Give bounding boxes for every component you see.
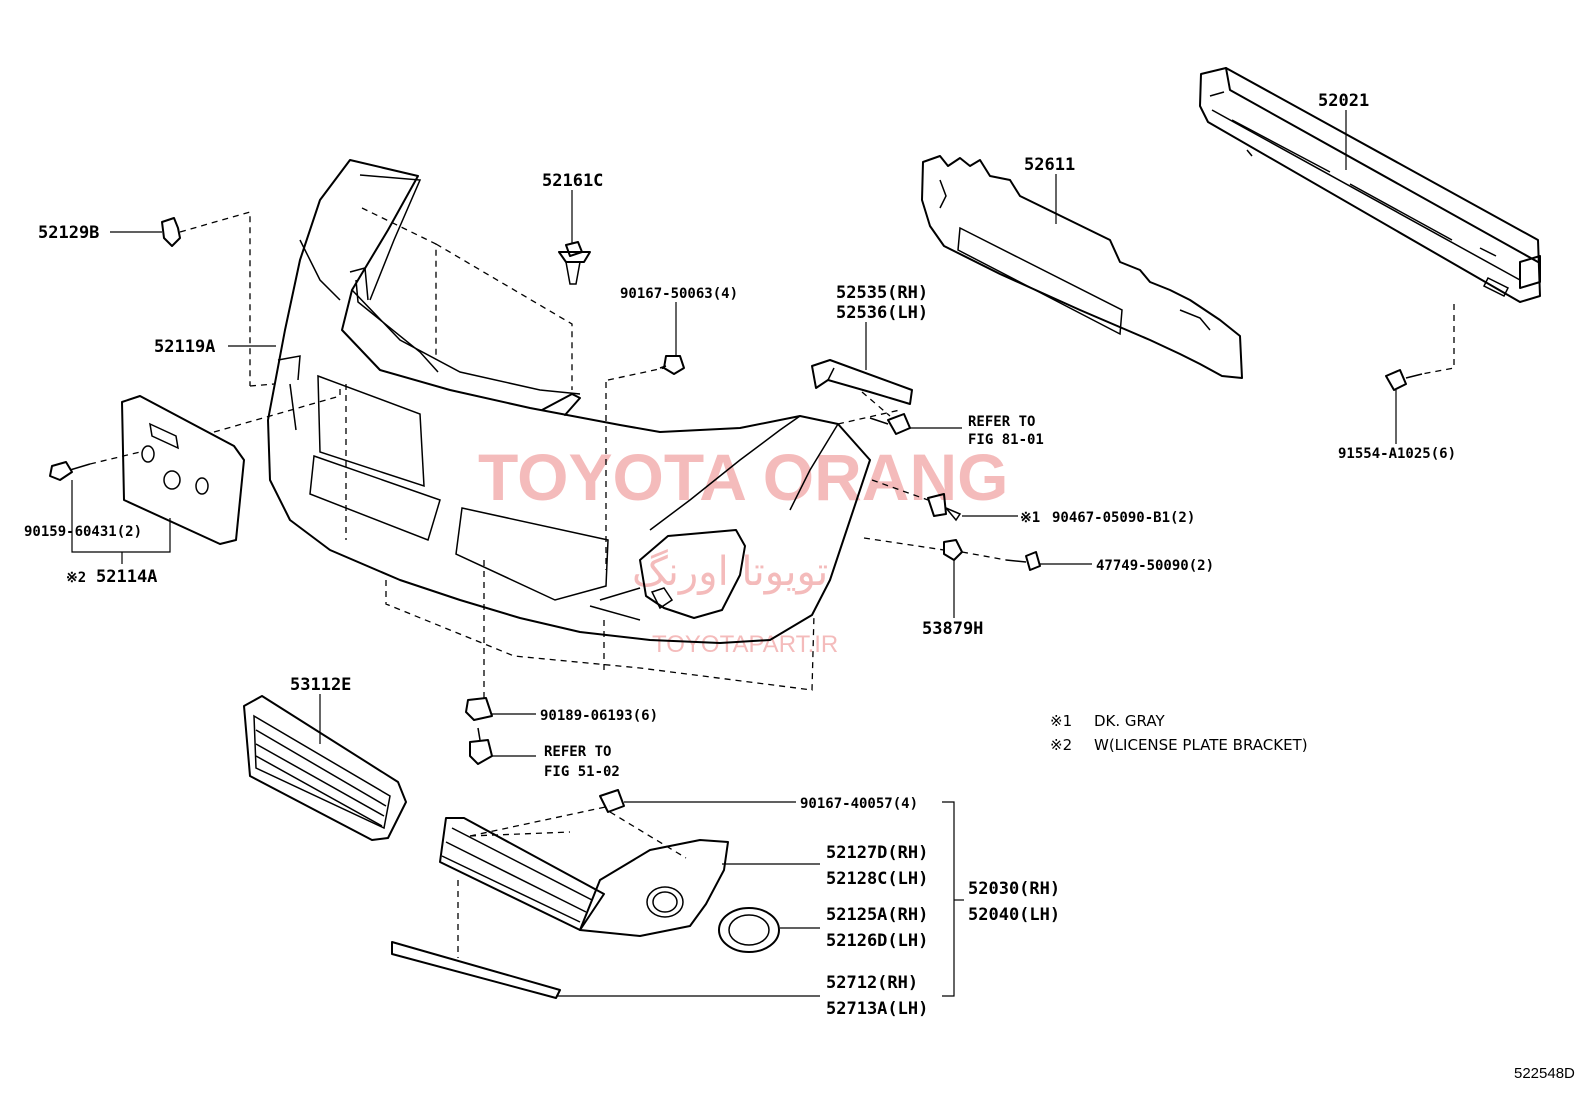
label-52129B: 52129B <box>38 223 99 243</box>
screw-refer51 <box>469 727 493 765</box>
label-90167-40057: 90167-40057(4) <box>800 796 918 812</box>
grille-53112E <box>243 695 407 841</box>
label-52712: 52712(RH) <box>826 973 918 993</box>
label-90189: 90189-06193(6) <box>540 708 658 724</box>
note-2-text: W(LICENSE PLATE BRACKET) <box>1094 736 1308 754</box>
license-bracket-52114A <box>121 395 245 545</box>
label-52128C: 52128C(LH) <box>826 869 928 889</box>
figure-number: 522548D <box>1514 1065 1575 1082</box>
screw-90167-40057 <box>599 789 625 813</box>
label-52161C: 52161C <box>542 171 603 191</box>
label-52126D: 52126D(LH) <box>826 931 928 951</box>
nut-53879H <box>943 539 963 561</box>
label-90467: 90467-05090-B1(2) <box>1052 510 1195 526</box>
label-52611: 52611 <box>1024 155 1075 175</box>
bumper-cover-52119A <box>267 159 871 644</box>
note-1-mark: ※1 <box>1050 712 1072 730</box>
label-52021: 52021 <box>1318 91 1369 111</box>
note-1-text: DK. GRAY <box>1094 712 1165 730</box>
label-52114A: 52114A <box>96 567 157 587</box>
label-52535: 52535(RH) <box>836 283 928 303</box>
assembly-dashed-lines <box>89 207 1455 958</box>
label-53879H: 53879H <box>922 619 983 639</box>
label-52040: 52040(LH) <box>968 905 1060 925</box>
screw-47749 <box>1005 551 1041 571</box>
fog-ring-52125A <box>718 907 780 953</box>
bolt-90159 <box>49 461 91 481</box>
leader-lines <box>71 110 1397 997</box>
label-90159: 90159-60431(2) <box>24 524 142 540</box>
label-47749: 47749-50090(2) <box>1096 558 1214 574</box>
bolt-91554 <box>1385 369 1423 391</box>
watermark-title: TOYOTA ORANG <box>478 440 1008 514</box>
clip-52161C <box>558 241 591 285</box>
label-52119A: 52119A <box>154 337 215 357</box>
label-91554: 91554-A1025(6) <box>1338 446 1456 462</box>
part-labels: 52129B 52161C 52119A 90167-50063(4) 5253… <box>24 91 1456 1019</box>
note-2-mark: ※2 <box>1050 736 1072 754</box>
label-52114A-mark: ※2 <box>66 570 86 586</box>
label-refer51-line2: FIG 51-02 <box>544 764 620 780</box>
energy-absorber-52611 <box>921 155 1243 379</box>
label-refer81-line1: REFER TO <box>968 414 1035 430</box>
watermark: TOYOTA ORANG تویوتا اورنگ TOYOTAPART.IR <box>478 440 1008 658</box>
label-refer81-line2: FIG 81-01 <box>968 432 1044 448</box>
fog-cover-52127D <box>439 817 729 937</box>
label-90167-50063: 90167-50063(4) <box>620 286 738 302</box>
screw-refer81 <box>869 413 911 435</box>
fastener-90467 <box>927 493 962 522</box>
label-refer51-line1: REFER TO <box>544 744 611 760</box>
label-52030: 52030(RH) <box>968 879 1060 899</box>
reinforcement-beam-52021 <box>1199 67 1541 303</box>
bracket-52535 <box>811 359 913 405</box>
label-90467-mark: ※1 <box>1020 510 1040 526</box>
label-52127D: 52127D(RH) <box>826 843 928 863</box>
molding-52712 <box>391 941 561 999</box>
label-52536: 52536(LH) <box>836 303 928 323</box>
label-53112E: 53112E <box>290 675 351 695</box>
watermark-url: TOYOTAPART.IR <box>652 631 838 658</box>
legend-notes: ※1 DK. GRAY ※2 W(LICENSE PLATE BRACKET) <box>1050 712 1308 754</box>
label-52125A: 52125A(RH) <box>826 905 928 925</box>
clip-52129B <box>161 217 181 247</box>
screw-90167-50063 <box>659 355 685 375</box>
label-52713A: 52713A(LH) <box>826 999 928 1019</box>
watermark-persian: تویوتا اورنگ <box>632 549 828 595</box>
clip-90189 <box>465 697 493 721</box>
